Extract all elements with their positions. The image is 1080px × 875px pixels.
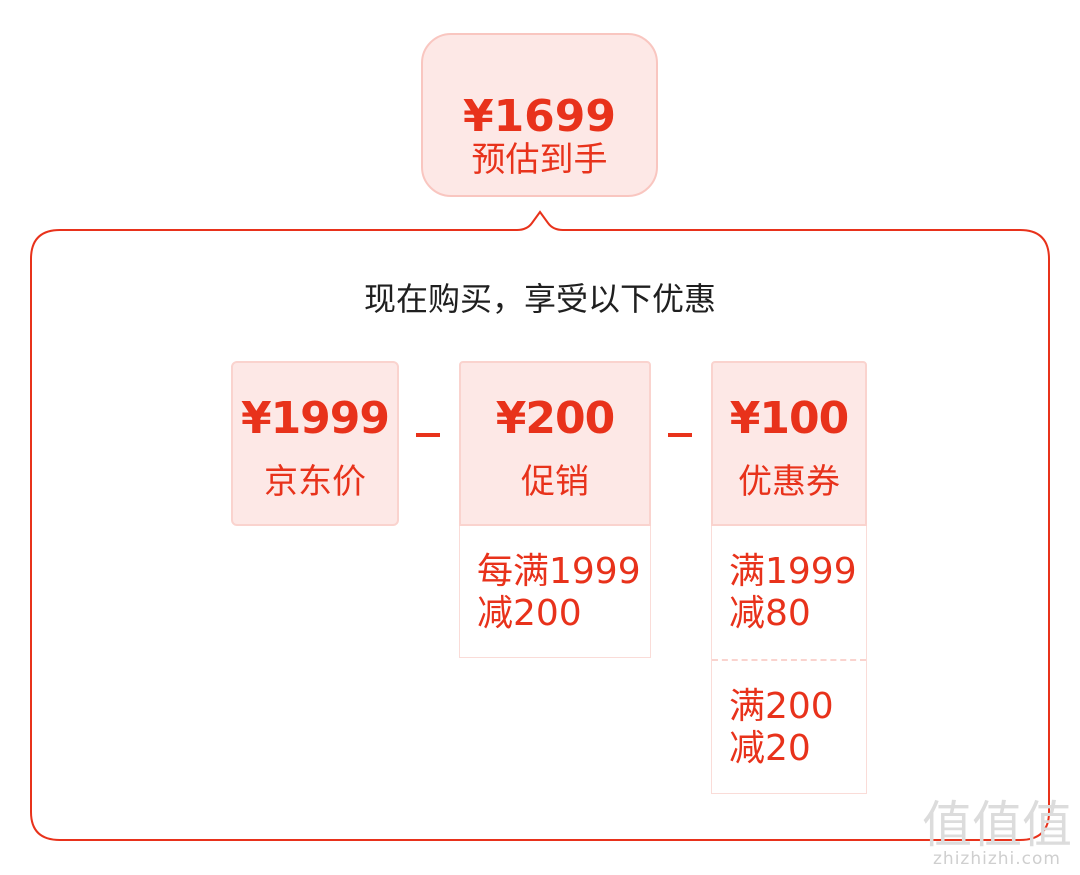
- jd-price-card: ¥1999 京东价: [231, 361, 399, 526]
- watermark-domain: zhizhizhi.com: [933, 849, 1061, 870]
- coupon-divider: [712, 659, 866, 661]
- promotion-card: ¥200 促销: [459, 361, 651, 526]
- watermark-logo: 值值值: [922, 796, 1072, 855]
- estimated-price-bubble: ¥1699 预估到手: [421, 33, 658, 197]
- coupon-rule: 满200 减20: [729, 686, 834, 770]
- minus-sign: [668, 433, 692, 437]
- discount-headline: 现在购买，享受以下优惠: [363, 280, 716, 318]
- promotion-label: 促销: [521, 462, 589, 502]
- coupon-amount: ¥100: [729, 393, 849, 444]
- estimated-price: ¥1699: [462, 91, 617, 142]
- promotion-rule-threshold: 每满1999: [477, 551, 641, 592]
- watermark: 值值值 zhizhizhi.com: [922, 800, 1072, 869]
- coupon-rule: 满1999 减80: [729, 551, 857, 635]
- promotion-rule-discount: 减200: [477, 593, 582, 634]
- coupon-rule-threshold: 满1999: [729, 551, 857, 592]
- jd-price-amount: ¥1999: [240, 393, 390, 444]
- promotion-detail-box: [459, 526, 651, 658]
- promotion-amount: ¥200: [495, 393, 615, 444]
- coupon-rule-threshold: 满200: [729, 686, 834, 727]
- coupon-rule-discount: 减80: [729, 593, 811, 634]
- coupon-rule-discount: 减20: [729, 728, 811, 769]
- coupon-card: ¥100 优惠券: [711, 361, 867, 526]
- minus-sign: [416, 433, 440, 437]
- coupon-label: 优惠券: [738, 462, 840, 502]
- promotion-rule: 每满1999 减200: [477, 551, 641, 635]
- estimated-price-label: 预估到手: [471, 140, 608, 180]
- jd-price-label: 京东价: [264, 462, 366, 502]
